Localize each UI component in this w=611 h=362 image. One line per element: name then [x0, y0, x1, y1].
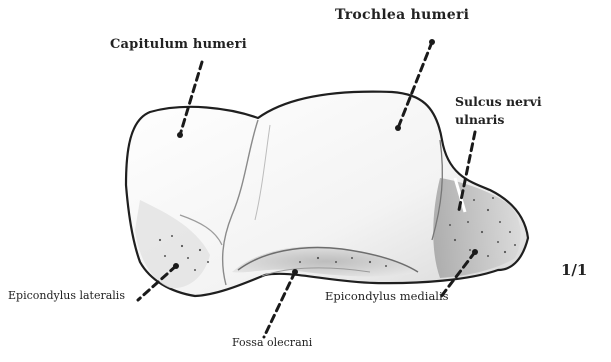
label-epicondylus-lateralis: Epicondylus lateralis	[8, 290, 125, 302]
label-sulcus-nervi-line2: ulnaris	[455, 113, 504, 127]
label-sulcus-nervi-line1: Sulcus nervi	[455, 95, 542, 109]
label-trochlea-humeri: Trochlea humeri	[335, 8, 469, 23]
label-epicondylus-medialis: Epicondylus medialis	[325, 290, 449, 303]
leader-fossa-olecrani	[264, 272, 295, 337]
scale-ratio: 1/1	[561, 262, 587, 279]
label-fossa-olecrani: Fossa olecrani	[232, 337, 312, 349]
label-capitulum-humeri: Capitulum humeri	[110, 38, 247, 52]
